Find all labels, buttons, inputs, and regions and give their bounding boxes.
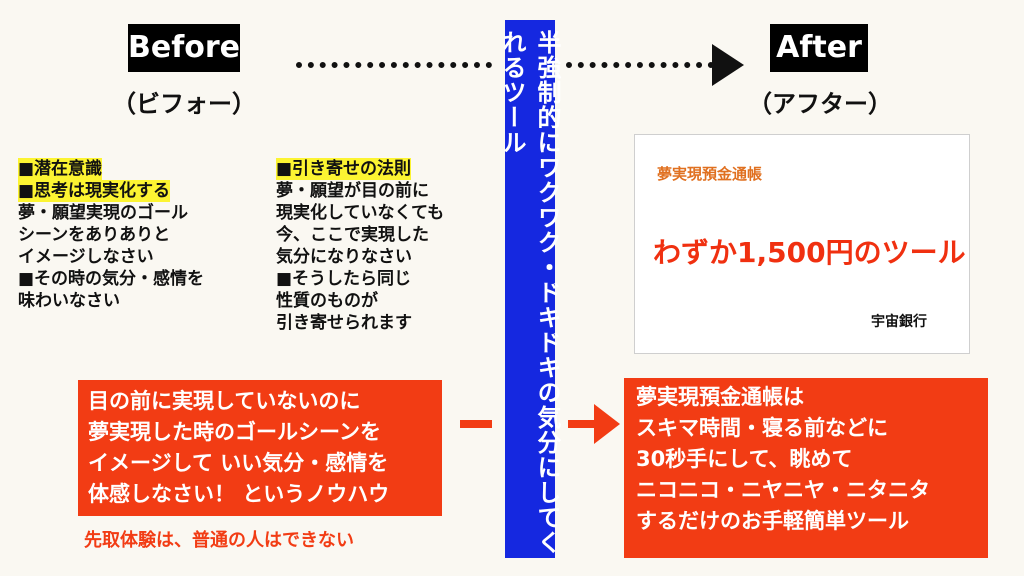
block-line: 性質のものが xyxy=(276,291,378,311)
red-box-line: 夢実現預金通帳は xyxy=(636,385,804,409)
dotted-line-left xyxy=(296,62,492,68)
law-of-attraction-block: ■引き寄せの法則 夢・願望が目の前に 現実化していなくても 今、ここで実現した … xyxy=(276,158,444,334)
block-line: 夢・願望が目の前に xyxy=(276,181,429,201)
passbook-title: 夢実現預金通帳 xyxy=(657,165,763,183)
left-red-note: 先取体験は、普通の人はできない xyxy=(84,530,354,551)
block-line: ■その時の気分・感情を xyxy=(18,269,205,289)
block-line: 現実化していなくても xyxy=(276,203,445,223)
before-label: Before xyxy=(128,24,240,72)
red-arrow-dash-right xyxy=(568,420,596,428)
red-box-line: ニコニコ・ニヤニヤ・ニタニタ xyxy=(636,478,930,502)
red-box-line: イメージして いい気分・感情を xyxy=(88,451,389,475)
red-box-line: 目の前に実現していないのに xyxy=(88,389,361,413)
block-line: シーンをありありと xyxy=(18,225,171,245)
passbook-card: 夢実現預金通帳 わずか1,500円のツール 宇宙銀行 xyxy=(634,134,970,354)
passbook-main-text: わずか1,500円のツール xyxy=(653,236,966,269)
block-line: ■引き寄せの法則 xyxy=(276,158,412,180)
block-line: 気分になりなさい xyxy=(276,247,412,267)
arrow-head-icon xyxy=(712,44,744,86)
right-red-box: 夢実現預金通帳は スキマ時間・寝る前などに 30秒手にして、眺めて ニコニコ・ニ… xyxy=(624,378,988,558)
red-box-line: 夢実現した時のゴールシーンを xyxy=(88,420,381,444)
red-box-line: スキマ時間・寝る前などに xyxy=(636,416,888,440)
block-line: 夢・願望実現のゴール xyxy=(18,203,188,223)
block-line: ■そうしたら同じ xyxy=(276,269,412,289)
block-line: イメージしなさい xyxy=(18,247,154,267)
passbook-bank: 宇宙銀行 xyxy=(871,314,927,330)
after-subtitle: （アフター） xyxy=(748,90,892,118)
red-arrow-head-icon xyxy=(594,404,620,444)
block-line: ■思考は現実化する xyxy=(18,180,171,202)
vertical-tool-label: 半強制的にワクワク・ドキドキの気分にしてくれるツール xyxy=(498,20,561,558)
block-line: 味わいなさい xyxy=(18,291,120,311)
after-label: After xyxy=(770,24,868,72)
red-box-line: するだけのお手軽簡単ツール xyxy=(636,509,909,533)
block-line: 今、ここで実現した xyxy=(276,225,429,245)
block-line: ■潜在意識 xyxy=(18,158,103,180)
red-box-line: 30秒手にして、眺めて xyxy=(636,447,853,471)
left-red-box: 目の前に実現していないのに 夢実現した時のゴールシーンを イメージして いい気分… xyxy=(78,380,442,516)
block-line: 引き寄せられます xyxy=(276,313,412,333)
subconscious-block: ■潜在意識 ■思考は現実化する 夢・願望実現のゴール シーンをありありと イメー… xyxy=(18,158,204,312)
dotted-line-right xyxy=(566,62,714,68)
before-subtitle: （ビフォー） xyxy=(112,90,256,118)
red-arrow-dash-left xyxy=(460,420,492,428)
red-box-line: 体感しなさい！ というノウハウ xyxy=(88,482,390,506)
